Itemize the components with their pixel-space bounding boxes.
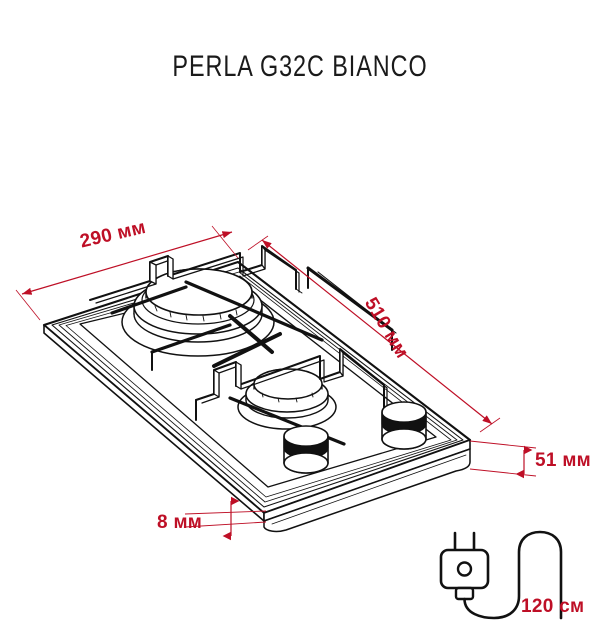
dimension-label-height: 51 мм bbox=[535, 450, 592, 471]
cooktop-front-face bbox=[43, 324, 471, 533]
power-plug-icon bbox=[439, 530, 563, 620]
dimension-annotations bbox=[15, 225, 537, 541]
dimension-label-thickness: 8 мм bbox=[157, 512, 203, 533]
control-knob-right[interactable] bbox=[381, 401, 427, 450]
dimension-line-depth bbox=[247, 235, 501, 433]
dimension-line-thickness bbox=[184, 496, 267, 541]
page-title: PERLA G32C BIANCO bbox=[172, 50, 428, 83]
cooktop-illustration bbox=[42, 245, 472, 533]
dimension-line-height bbox=[469, 440, 537, 479]
power-cord-length-label: 120 см bbox=[521, 596, 585, 617]
control-knob-left[interactable] bbox=[283, 425, 329, 474]
dimension-line-width bbox=[15, 225, 239, 321]
